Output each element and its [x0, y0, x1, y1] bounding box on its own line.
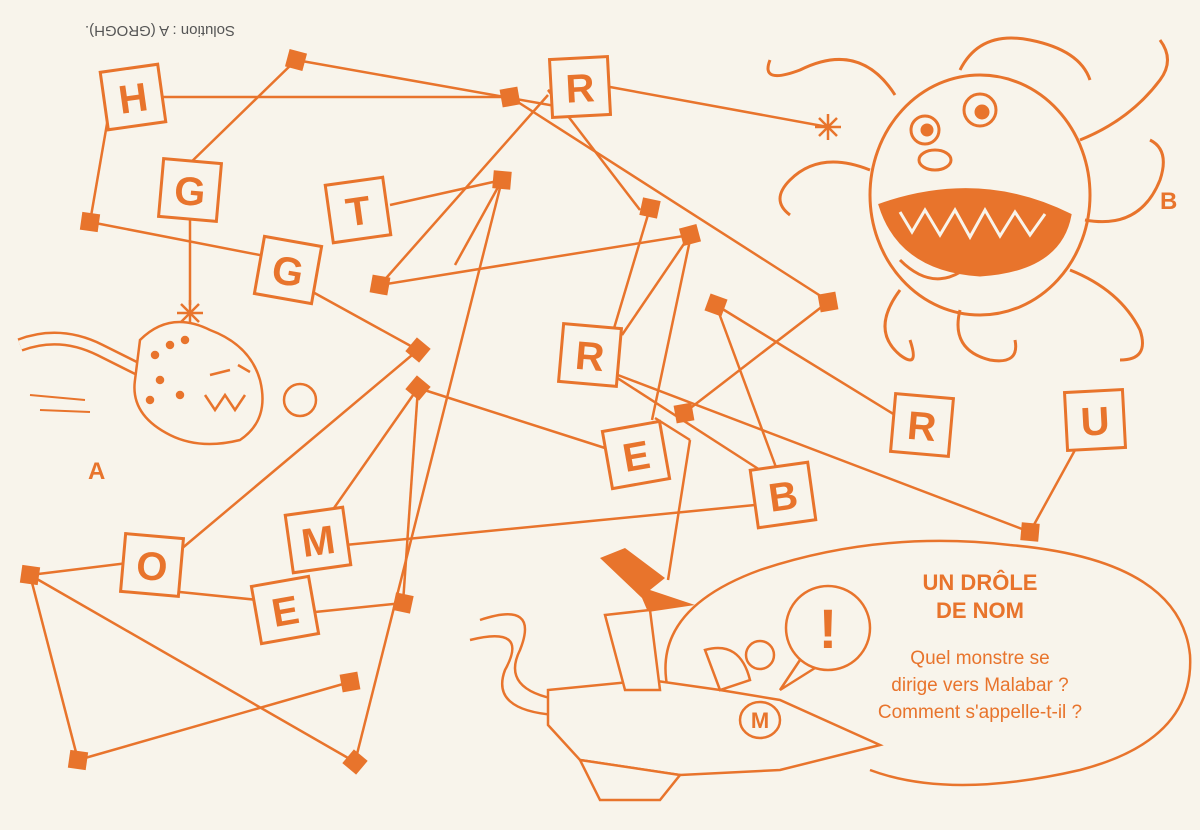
end-label-b: B	[1160, 188, 1178, 215]
letter-text: H	[116, 75, 151, 123]
spaceship-icon	[469, 608, 884, 802]
letter-text: R	[565, 66, 596, 111]
question-line-3: Comment s'appelle-t-il ?	[877, 702, 1083, 723]
tentacle-monster-icon	[766, 36, 1169, 363]
letter-text: B	[766, 473, 801, 521]
maze-nodes	[19, 48, 1040, 775]
question-line-2: dirige vers Malabar ?	[891, 675, 1069, 696]
asterisk-icon	[177, 114, 841, 326]
letter-box-r-4: R	[547, 54, 613, 120]
puzzle-question: Quel monstre se dirige vers Malabar ? Co…	[820, 645, 1140, 726]
letter-box-b-7: B	[748, 460, 818, 530]
letter-box-o-10: O	[118, 531, 186, 599]
letter-box-r-5: R	[556, 321, 624, 389]
letter-box-t-2: T	[323, 175, 393, 245]
letter-text: U	[1080, 399, 1111, 444]
puzzle-title-line-2: DE NOM	[936, 598, 1024, 623]
ship-emblem: M	[751, 708, 769, 733]
solution-text: Solution : A (GROGH).	[84, 22, 236, 39]
speech-bubble	[664, 539, 1192, 787]
letter-text: M	[299, 518, 338, 566]
letter-text: R	[906, 404, 939, 450]
letter-box-u-9: U	[1062, 387, 1128, 453]
start-label-a: A	[88, 458, 106, 485]
letter-text: G	[172, 169, 207, 216]
letter-box-r-8: R	[888, 391, 956, 459]
letter-box-e-6: E	[600, 419, 672, 491]
letter-text: R	[574, 334, 607, 380]
letter-box-e-12: E	[249, 574, 321, 646]
maze-lines	[28, 58, 1077, 764]
letter-text: G	[269, 248, 307, 297]
letter-text: O	[134, 544, 169, 591]
puzzle-title: UN DRÔLE DE NOM	[905, 569, 1055, 625]
letter-box-g-3: G	[252, 234, 324, 306]
letter-box-g-1: G	[156, 156, 224, 224]
question-line-1: Quel monstre se	[910, 648, 1050, 669]
letter-box-h-0: H	[98, 62, 168, 132]
arrow-icon	[600, 548, 695, 612]
letter-box-m-11: M	[283, 505, 353, 575]
exclamation-mark: !	[819, 597, 838, 660]
letter-text: T	[343, 188, 373, 235]
small-spiky-monster-icon	[17, 320, 318, 446]
puzzle-title-line-1: UN DRÔLE	[922, 570, 1038, 595]
